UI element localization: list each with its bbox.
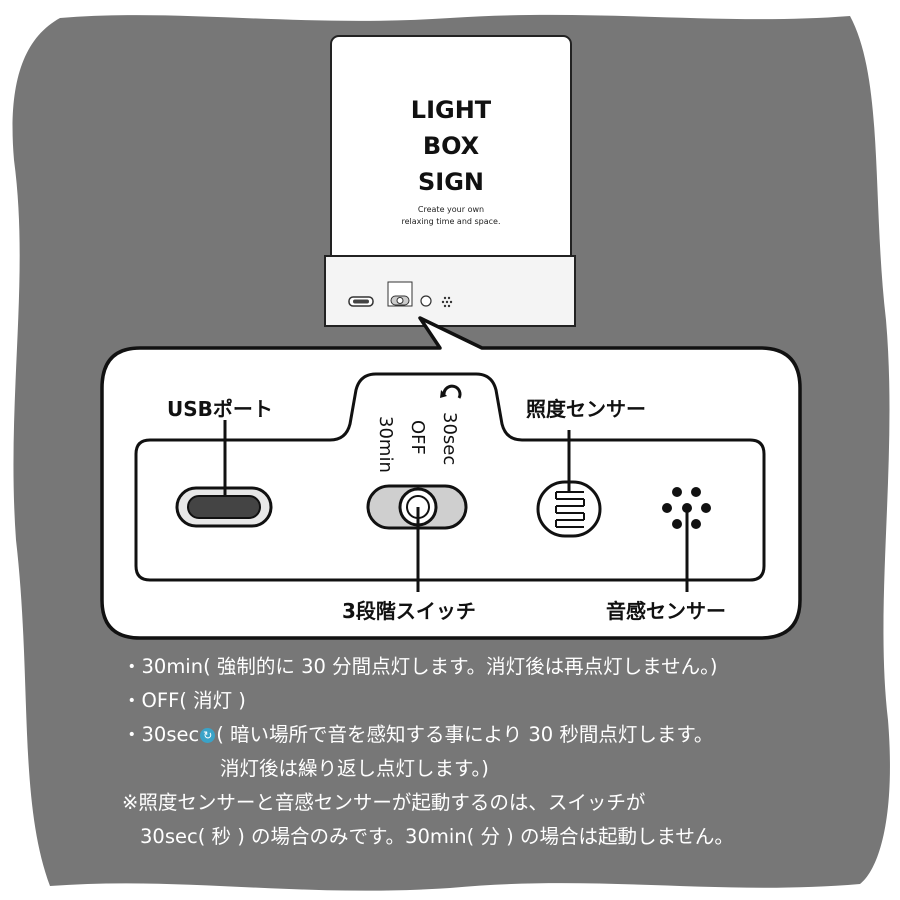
sign-line-3: SIGN: [418, 168, 484, 196]
sound-sensor: [662, 487, 711, 592]
light-sensor-label: 照度センサー: [526, 397, 646, 421]
note-30sec-prefix: ・30sec: [122, 723, 200, 746]
sign-line-1: LIGHT: [411, 96, 492, 124]
tagline-line-2: relaxing time and space.: [401, 217, 500, 226]
note-sensor-condition-continued: 30sec( 秒 ) の場合のみです。30min( 分 ) の場合は起動しません…: [140, 825, 734, 848]
three-position-switch: [366, 484, 468, 592]
usb-port: [175, 420, 273, 528]
callout-bubble: [100, 316, 802, 640]
switch-notes: ・30min( 強制的に 30 分間点灯します。消灯後は再点灯しません。) ・O…: [122, 650, 842, 854]
switch-position-30min: 30min: [375, 416, 396, 473]
switch-position-30sec: 30sec: [439, 412, 460, 465]
usb-port-label: USBポート: [167, 397, 273, 421]
refresh-cycle-icon: [440, 384, 462, 399]
switch-position-off: OFF: [407, 420, 428, 455]
note-off: ・OFF( 消灯 ): [122, 689, 246, 712]
refresh-cycle-icon: ↻: [200, 728, 216, 743]
note-30min: ・30min( 強制的に 30 分間点灯します。消灯後は再点灯しません。): [122, 655, 718, 678]
note-sensor-condition: ※照度センサーと音感センサーが起動するのは、スイッチが: [122, 791, 646, 814]
sound-sensor-label: 音感センサー: [606, 599, 726, 623]
tagline-line-1: Create your own: [418, 205, 484, 214]
light-sensor: [536, 430, 602, 538]
light-box-base: [324, 255, 576, 327]
sign-line-2: BOX: [423, 132, 480, 160]
switch-label: 3段階スイッチ: [342, 599, 476, 623]
light-box-panel: LIGHT BOX SIGN Create your own relaxing …: [330, 35, 572, 265]
note-30sec: ・30sec↻( 暗い場所で音を感知する事により 30 秒間点灯します。: [122, 718, 842, 752]
note-30sec-continued: 消灯後は繰り返し点灯します。): [220, 757, 489, 780]
note-30sec-text: ( 暗い場所で音を感知する事により 30 秒間点灯します。: [216, 723, 714, 746]
